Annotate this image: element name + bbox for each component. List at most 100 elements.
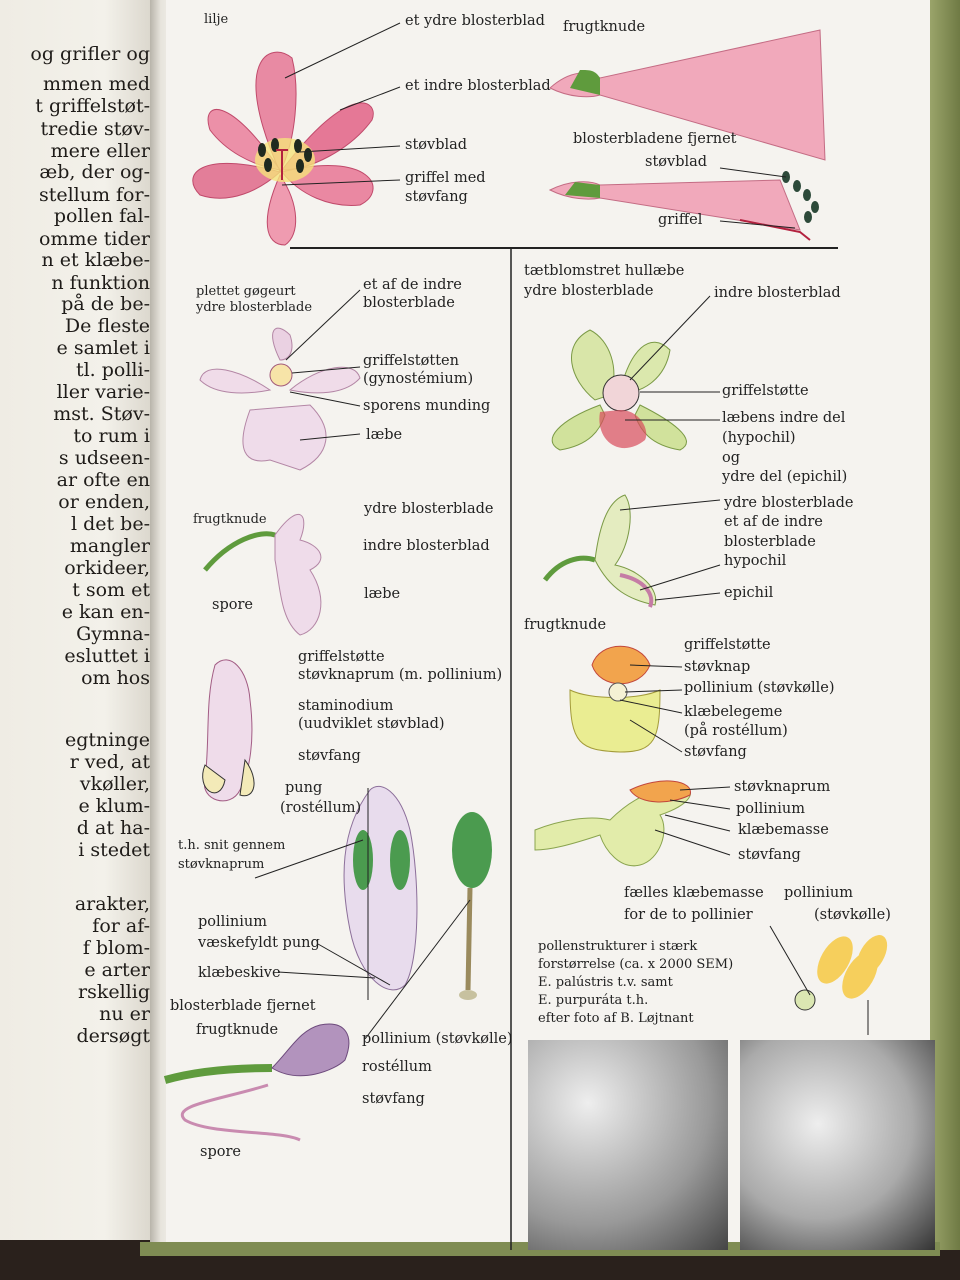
- label-blosterblade-2: blosterblade: [724, 534, 816, 550]
- left-text-line: f blom-: [82, 937, 150, 959]
- label-griffel: griffel: [658, 212, 703, 228]
- label-blosterbladene-fjernet: blosterbladene fjernet: [573, 131, 737, 147]
- left-text-line: t griffelstøt-: [35, 95, 150, 117]
- left-text-line: rskellig: [78, 981, 150, 1003]
- label-ydre-del: ydre del (epichil): [722, 469, 848, 485]
- label-stovknap: støvknap: [684, 659, 751, 675]
- label-gynostemium: (gynostémium): [363, 371, 474, 387]
- left-text-line: stellum for-: [38, 184, 150, 206]
- left-text-line: pollen fal-: [53, 205, 150, 227]
- label-sporens-munding: sporens munding: [363, 398, 491, 414]
- lily-side-illustration: [548, 29, 826, 241]
- leader-lines: [254, 22, 869, 1040]
- label-pollinium-3: pollinium: [736, 801, 805, 817]
- left-text-line: tl. polli-: [75, 359, 150, 381]
- label-griffelstotte: griffelstøtte: [298, 649, 385, 665]
- label-snit-2: støvknaprum: [178, 857, 265, 872]
- left-text-line: or enden,: [58, 491, 150, 513]
- left-text-line: vkøller,: [79, 773, 150, 795]
- label-hypochil: (hypochil): [722, 430, 796, 446]
- label-griffelstotte-3: griffelstøtte: [684, 637, 771, 653]
- label-rostellum: (rostéllum): [280, 800, 362, 816]
- left-text-line: n funktion: [51, 272, 150, 294]
- label-af-indre-3: et af de indre: [724, 514, 823, 530]
- label-ydre-blosterblade: ydre blosterblade: [196, 300, 313, 315]
- label-frugtknude: frugtknude: [563, 19, 646, 35]
- label-pollen-2: forstørrelse (ca. x 2000 SEM): [538, 957, 734, 972]
- label-stovfang-4: støvfang: [684, 744, 747, 760]
- left-text-line: d at ha-: [76, 817, 150, 839]
- pollinium-club-illustration: [452, 812, 492, 1000]
- label-laebe: læbe: [366, 427, 403, 443]
- left-text-line: egtninge: [65, 729, 150, 751]
- left-text-line: om hos: [81, 667, 150, 689]
- spotted-orchid-side-illustration: [203, 513, 322, 636]
- sem-photo-purpurata: [740, 1040, 935, 1250]
- left-text-line: omme tider: [39, 228, 150, 250]
- label-blosterblade-fjernet: blosterblade fjernet: [170, 998, 316, 1014]
- label-indre-blosterblad: et indre blosterblad: [405, 78, 551, 94]
- label-stovkolle: (støvkølle): [814, 907, 891, 923]
- label-ydre-blosterblad: et ydre blosterblad: [405, 13, 545, 29]
- book-page-edge: [930, 0, 960, 1250]
- label-stovblad-2: støvblad: [645, 154, 708, 170]
- label-indre-blosterblad-2: indre blosterblad: [363, 538, 490, 554]
- label-stovknaprum: støvknaprum (m. pollinium): [298, 667, 503, 683]
- left-text-line: orkideer,: [64, 557, 150, 579]
- left-text-line: De fleste: [64, 315, 150, 337]
- label-og: og: [722, 450, 741, 466]
- label-af-indre-2: blosterblade: [363, 295, 455, 311]
- left-text-line: l det be-: [70, 513, 150, 535]
- label-frugtknude-4: frugtknude: [524, 617, 607, 633]
- left-text-line: dersøgt: [76, 1025, 150, 1047]
- label-faelles-1: fælles klæbemasse: [624, 885, 764, 901]
- helleborine-flower-illustration: [551, 329, 687, 451]
- left-text-line: t som et: [72, 579, 150, 601]
- spotted-orchid-illustration: [199, 327, 361, 471]
- label-staminodium: staminodium: [298, 698, 394, 714]
- label-stovfang-5: støvfang: [738, 847, 801, 863]
- label-plettet-gogeurt: plettet gøgeurt: [196, 284, 296, 299]
- left-text-line: for af-: [92, 915, 150, 937]
- label-klaebemasse: klæbemasse: [738, 822, 829, 838]
- label-griffelstotte-2: griffelstøtte: [722, 383, 809, 399]
- label-stovblad: støvblad: [405, 137, 468, 153]
- label-pollinium: pollinium: [198, 914, 267, 930]
- left-text-line: esluttet i: [64, 645, 150, 667]
- label-pollen-5: efter foto af B. Løjtnant: [538, 1011, 694, 1026]
- label-pollen-1: pollenstrukturer i stærk: [538, 939, 698, 954]
- helleborine-column-side-illustration: [534, 780, 691, 867]
- left-text-line: n et klæbe-: [41, 249, 150, 271]
- left-text-line: e arter: [84, 959, 150, 981]
- label-taetblomstret: tætblomstret hullæbe: [524, 263, 685, 279]
- label-faelles-2: for de to pollinier: [624, 907, 753, 923]
- left-text-line: to rum i: [73, 425, 150, 447]
- sem-photo-palustris: [528, 1040, 728, 1250]
- label-indre-blosterblad-3: indre blosterblad: [714, 285, 841, 301]
- left-text-line: og grifler og: [30, 43, 150, 65]
- left-text-line: e kan en-: [61, 601, 150, 623]
- label-pollinium-stovkolle-2: pollinium (støvkølle): [684, 680, 835, 696]
- label-griffelstotten: griffelstøtten: [363, 353, 459, 369]
- label-paa-rostellum: (på rostéllum): [684, 723, 788, 739]
- label-af-indre-1: et af de indre: [363, 277, 462, 293]
- label-stovknaprum-2: støvknaprum: [734, 779, 831, 795]
- label-pollen-3: E. palústris t.v. samt: [538, 975, 673, 990]
- label-pung: pung: [285, 780, 323, 796]
- label-laebens-indre: læbens indre del: [722, 410, 846, 426]
- label-epichil: epichil: [724, 585, 774, 601]
- left-text-line: arakter,: [74, 893, 150, 915]
- label-hypochil-2: hypochil: [724, 553, 787, 569]
- label-ydre-blosterblade-4: ydre blosterblade: [724, 495, 854, 511]
- label-ydre-blosterblade-2: ydre blosterblade: [364, 501, 494, 517]
- label-pollen-4: E. purpuráta t.h.: [538, 993, 649, 1008]
- orchid-sectioned-flower-illustration: [163, 1023, 350, 1142]
- label-griffel-med: griffel med: [405, 170, 486, 186]
- label-lilje: lilje: [204, 12, 229, 27]
- left-text-line: tredie støv-: [40, 118, 150, 140]
- label-vaeskefyldt-pung: væskefyldt pung: [198, 935, 320, 951]
- left-text-line: nu er: [99, 1003, 150, 1025]
- helleborine-column-illustration: [569, 645, 661, 753]
